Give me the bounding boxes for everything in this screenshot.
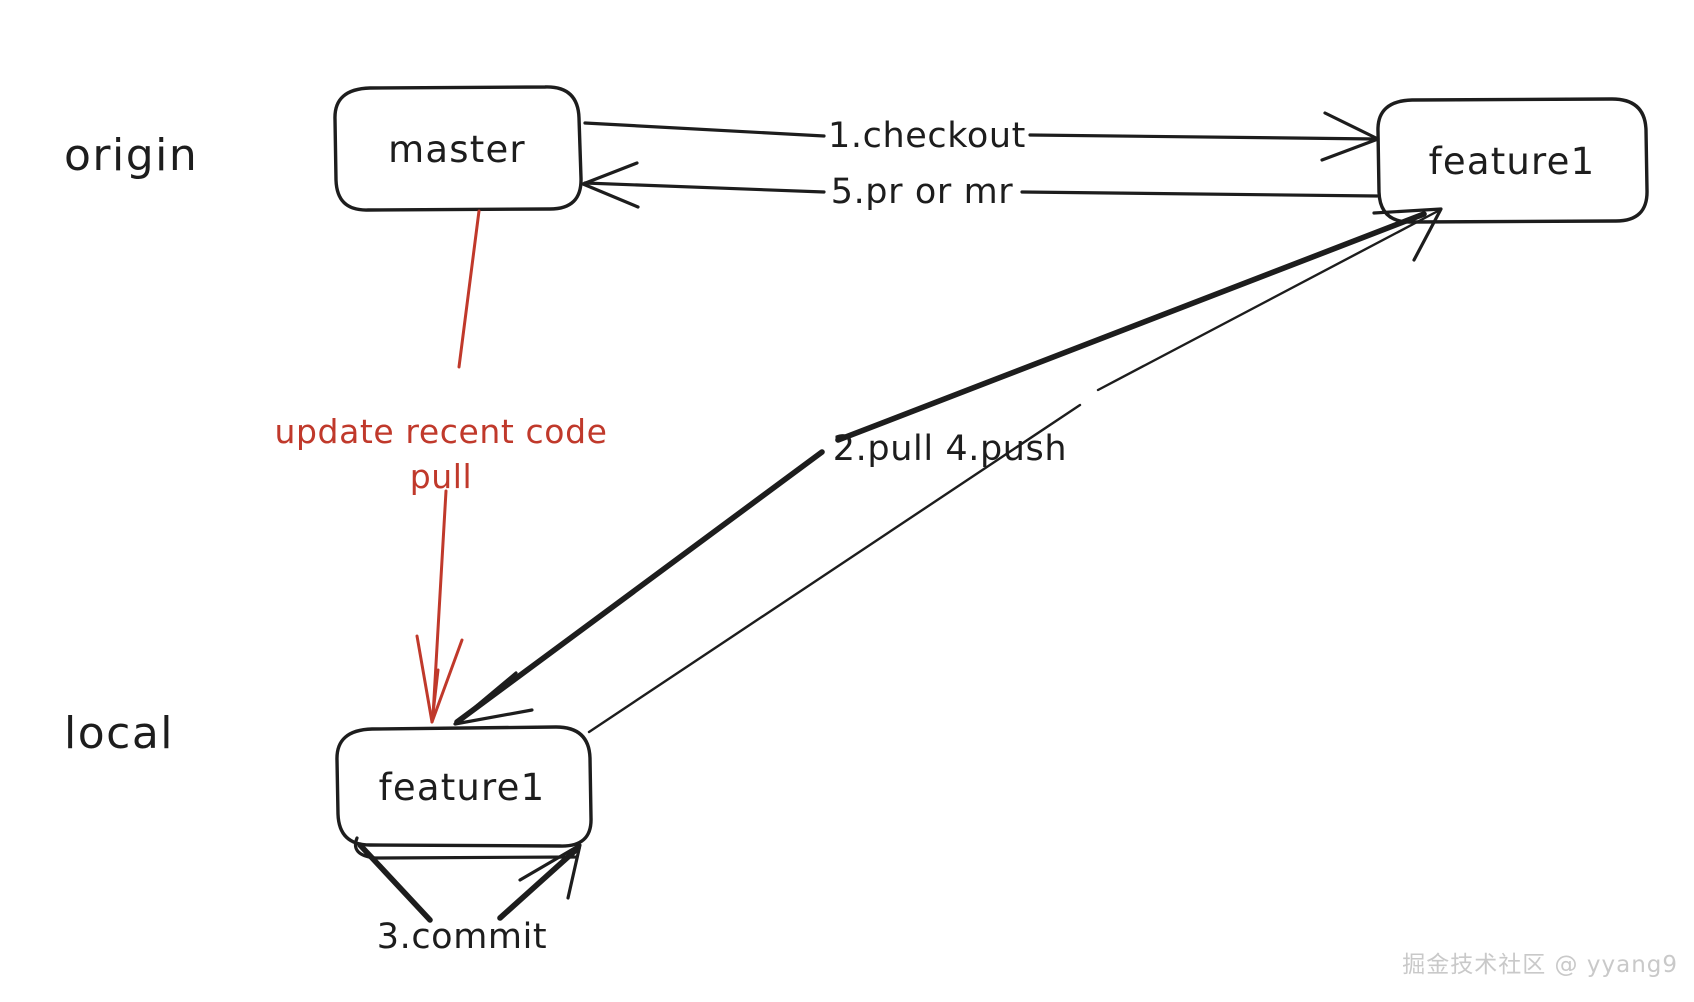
edge-push[interactable] (587, 207, 1443, 734)
update-pull-line-upper (457, 209, 481, 369)
pull-line-lower (454, 449, 825, 725)
update-pull-arrowhead-inner (430, 668, 440, 724)
pr-line-right (1020, 190, 1379, 198)
pr-line-left (583, 181, 826, 194)
edge-update-pull[interactable]: update recent code pull (274, 209, 607, 724)
zone-label-origin: origin (64, 130, 198, 181)
node-local-feature1[interactable]: feature1 (335, 725, 593, 848)
master-box-outline (333, 85, 583, 212)
edge-update-pull-label-line1: update recent code (274, 412, 607, 451)
local-feature1-box-outline (335, 725, 593, 848)
checkout-line-right (1028, 133, 1379, 141)
checkout-arrowhead (1320, 111, 1380, 162)
origin-feature1-box-outline (1376, 97, 1649, 224)
commit-arrowhead (518, 843, 582, 900)
node-origin-master[interactable]: master (333, 85, 583, 212)
edge-pull-push-label: 2.pull 4.push (833, 429, 1067, 469)
watermark-label: 掘金技术社区 @ yyang9 (1402, 952, 1678, 978)
pull-arrowhead (453, 671, 534, 726)
edge-commit-label: 3.commit (377, 917, 548, 957)
edge-pr-or-mr-label: 5.pr or mr (831, 172, 1014, 212)
node-origin-feature1-label: feature1 (1429, 140, 1596, 183)
commit-loop-left-stroke (357, 842, 433, 923)
edge-update-pull-label-line2: pull (410, 457, 473, 496)
commit-loop-right-stroke (497, 845, 581, 921)
pr-arrowhead (581, 161, 640, 209)
checkout-line-left (583, 121, 826, 138)
edge-checkout-label: 1.checkout (828, 116, 1026, 156)
push-arrowhead (1372, 207, 1443, 262)
node-local-feature1-label: feature1 (379, 766, 546, 809)
pull-line (835, 211, 1427, 443)
push-line-lower (587, 403, 1082, 734)
update-pull-line-lower (431, 489, 448, 718)
edge-commit[interactable]: 3.commit (353, 836, 582, 957)
zone-label-local: local (64, 708, 174, 759)
edge-pr-or-mr[interactable]: 5.pr or mr (581, 161, 1379, 212)
node-origin-feature1[interactable]: feature1 (1376, 97, 1649, 224)
node-origin-master-label: master (388, 128, 526, 171)
edge-checkout[interactable]: 1.checkout (583, 111, 1380, 162)
edge-pull[interactable] (453, 211, 1427, 726)
push-line-upper (1096, 209, 1440, 392)
update-pull-arrowhead (415, 634, 464, 724)
